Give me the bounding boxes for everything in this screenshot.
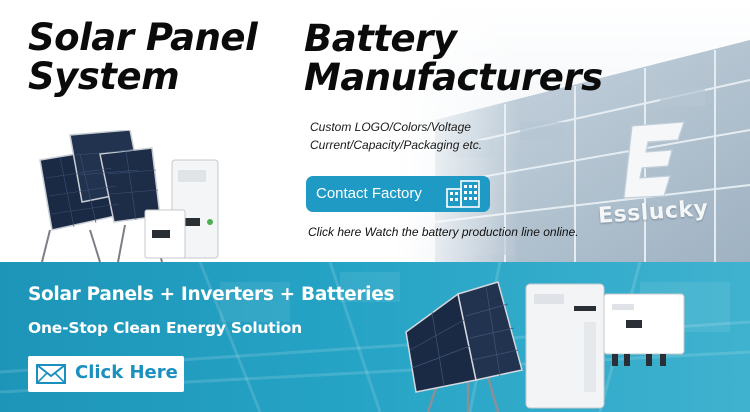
factory-building-image bbox=[395, 0, 750, 262]
solar-inverter-battery-image bbox=[405, 281, 685, 412]
mail-icon bbox=[36, 364, 66, 384]
factory-building-icon bbox=[446, 180, 480, 208]
click-here-label: Click Here bbox=[75, 362, 178, 383]
top-banner: Solar Panel System Battery Manufacturers… bbox=[28, 0, 750, 262]
headline-line: Manufacturers bbox=[304, 56, 603, 99]
contact-factory-label: Contact Factory bbox=[316, 185, 422, 202]
solar-panels-battery-image bbox=[39, 130, 219, 262]
customization-line: Current/Capacity/Packaging etc. bbox=[310, 138, 483, 152]
headline-line: System bbox=[28, 55, 180, 98]
battery-manufacturers-headline: Battery Manufacturers bbox=[304, 19, 604, 97]
promo-band: Solar Panels + Inverters + Batteries One… bbox=[0, 262, 750, 412]
headline-line: Battery bbox=[304, 17, 457, 60]
headline-line: Solar Panel bbox=[28, 16, 258, 59]
solar-panel-system-headline: Solar Panel System bbox=[28, 18, 278, 96]
contact-factory-button[interactable]: Contact Factory bbox=[306, 176, 490, 212]
customization-line: Custom LOGO/Colors/Voltage bbox=[310, 120, 471, 134]
watch-production-line-link[interactable]: Click here Watch the battery production … bbox=[308, 225, 579, 239]
band-title: Solar Panels + Inverters + Batteries bbox=[28, 284, 395, 305]
band-subtitle: One-Stop Clean Energy Solution bbox=[28, 319, 302, 337]
click-here-button[interactable]: Click Here bbox=[28, 356, 184, 392]
esslucky-logo-icon bbox=[623, 121, 685, 199]
